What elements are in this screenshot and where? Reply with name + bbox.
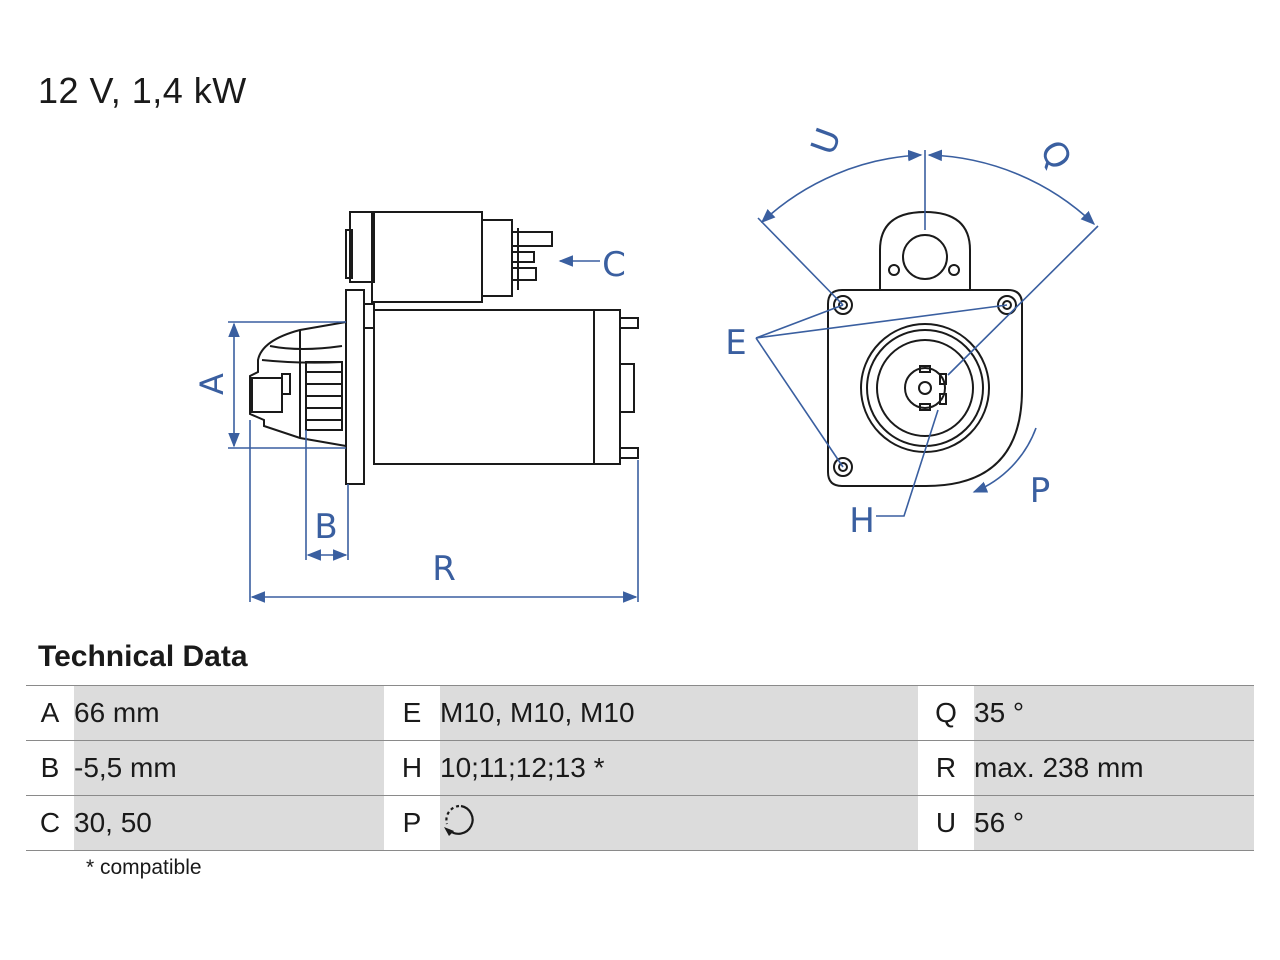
label-c: C (602, 245, 626, 285)
row-value: 10;11;12;13 * (440, 740, 918, 796)
bolt-hole-3 (833, 457, 853, 477)
row-value: 35 ° (974, 685, 1254, 741)
side-view-dimensions (228, 255, 639, 603)
clockwise-rotation-icon (440, 800, 480, 847)
label-p: P (1030, 471, 1051, 511)
side-view (249, 211, 639, 485)
row-key: P (384, 795, 440, 851)
table-row: A 66 mm E M10, M10, M10 Q 35 ° (26, 685, 1254, 741)
terminal-50 (511, 251, 535, 263)
h-leader (876, 409, 939, 517)
row-key: C (26, 795, 74, 851)
spec-title: 12 V, 1,4 kW (38, 70, 247, 111)
bolt-hole-2 (997, 295, 1017, 315)
row-key: Q (918, 685, 974, 741)
technical-data-title: Technical Data (38, 640, 248, 673)
footnote: * compatible (86, 856, 202, 879)
label-u: U (804, 123, 850, 160)
starter-motor-drawing: A B R C (193, 123, 1099, 603)
row-value: 56 ° (974, 795, 1254, 851)
table-row: C 30, 50 P U 56 ° (26, 795, 1254, 851)
row-key: R (918, 740, 974, 796)
row-value (440, 795, 918, 851)
front-view (827, 210, 1023, 487)
drive-nose (249, 321, 347, 447)
label-a: A (193, 373, 231, 395)
technical-data-table: A 66 mm E M10, M10, M10 Q 35 ° B -5,5 mm… (26, 685, 1254, 851)
rotation-p-arrow (972, 427, 1037, 493)
angle-q-arc (927, 149, 1096, 225)
row-key: H (384, 740, 440, 796)
row-key: B (26, 740, 74, 796)
front-pinion (904, 367, 946, 409)
row-value: 30, 50 (74, 795, 384, 851)
front-view-dimensions (755, 149, 1099, 517)
label-b: B (314, 507, 337, 547)
row-value: max. 238 mm (974, 740, 1254, 796)
motor-body (373, 309, 595, 465)
solenoid (371, 211, 483, 303)
row-value: 66 mm (74, 685, 384, 741)
mounting-flange (345, 289, 365, 485)
terminal-30 (511, 231, 553, 247)
row-key: U (918, 795, 974, 851)
label-h: H (849, 501, 875, 541)
row-key: A (26, 685, 74, 741)
row-key: E (384, 685, 440, 741)
label-e: E (725, 323, 746, 363)
front-flange (827, 289, 1023, 487)
row-value: M10, M10, M10 (440, 685, 918, 741)
angle-u-arc (760, 149, 923, 223)
bolt-hole-1 (833, 295, 853, 315)
end-cap (593, 309, 621, 465)
label-r: R (432, 549, 456, 589)
table-row: B -5,5 mm H 10;11;12;13 * R max. 238 mm (26, 740, 1254, 796)
label-q: Q (1031, 134, 1079, 177)
row-value: -5,5 mm (74, 740, 384, 796)
